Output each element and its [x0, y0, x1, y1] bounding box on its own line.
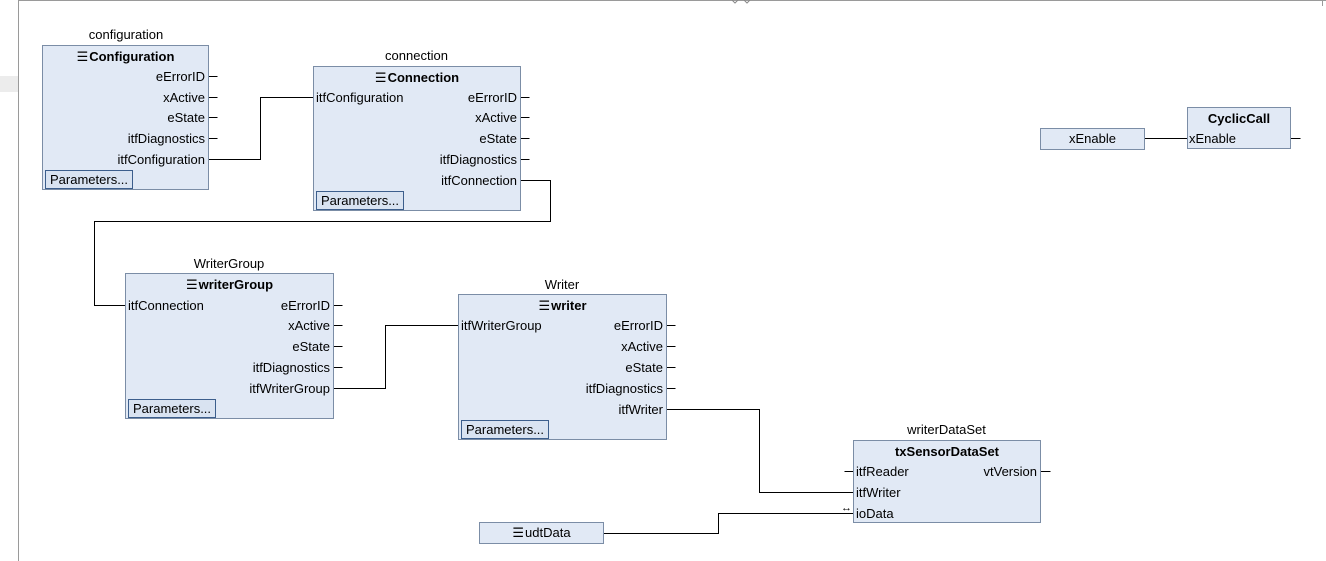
pin-iodata-inout[interactable]: ioData [856, 506, 894, 521]
writergroup-block[interactable]: ☰writerGroup itfConnection eErrorID xAct… [125, 273, 334, 419]
inout-arrow-icon: ↔ [841, 502, 852, 514]
pin-xactive[interactable]: xActive [621, 339, 663, 354]
pin-vtversion[interactable]: vtVersion [983, 464, 1037, 479]
pin-xactive[interactable]: xActive [163, 90, 205, 105]
pin-itfdiagnostics[interactable]: itfDiagnostics [439, 152, 517, 167]
writer-parameters-button[interactable]: Parameters... [461, 420, 550, 439]
writergroup-block-title: ☰writerGroup [126, 275, 333, 294]
splitter-marker-icon[interactable] [730, 0, 752, 4]
pin-itfconnection-in[interactable]: itfConnection [128, 298, 204, 313]
writerdataset-block-title: txSensorDataSet [894, 444, 1000, 459]
wire-connection-to-writergroup [94, 180, 551, 306]
connection-instance-name[interactable]: connection [385, 48, 448, 63]
pin-itfconnection[interactable]: itfConnection [441, 173, 517, 188]
pin-itfdiagnostics[interactable]: itfDiagnostics [252, 360, 330, 375]
editor-top-border [18, 0, 1326, 1]
cycliccall-block[interactable]: CyclicCall xEnable [1187, 107, 1291, 149]
pin-estate[interactable]: eState [167, 110, 205, 125]
wire-writergroup-to-writer [333, 325, 458, 389]
pin-itfwriter-in[interactable]: itfWriter [856, 485, 901, 500]
menu-icon: ☰ [374, 70, 387, 85]
pin-eerrorid[interactable]: eErrorID [613, 318, 663, 333]
pin-eerrorid[interactable]: eErrorID [155, 69, 205, 84]
menu-icon: ☰ [185, 277, 198, 292]
pin-itfdiagnostics[interactable]: itfDiagnostics [585, 381, 663, 396]
pin-estate[interactable]: eState [479, 131, 517, 146]
pin-itfwritergroup[interactable]: itfWriterGroup [249, 381, 330, 396]
cycliccall-block-title: CyclicCall [1207, 111, 1271, 126]
pin-itfreader-in[interactable]: itfReader [856, 464, 909, 479]
pin-itfconfiguration-in[interactable]: itfConfiguration [316, 90, 404, 105]
configuration-block[interactable]: ☰Configuration eErrorID xActive eState i… [42, 45, 209, 190]
writer-instance-name[interactable]: Writer [544, 277, 580, 292]
writer-block-title: ☰writer [459, 296, 666, 315]
editor-side-tab[interactable] [0, 76, 18, 92]
writerdataset-block[interactable]: txSensorDataSet itfReader itfWriter ioDa… [853, 440, 1041, 523]
xenable-variable-box[interactable]: xEnable [1040, 128, 1145, 150]
udtdata-label: udtData [525, 525, 571, 540]
menu-icon: ☰ [76, 49, 89, 64]
pin-xactive[interactable]: xActive [288, 318, 330, 333]
writergroup-instance-name[interactable]: WriterGroup [193, 256, 265, 271]
pin-estate[interactable]: eState [292, 339, 330, 354]
pin-xactive[interactable]: xActive [475, 110, 517, 125]
editor-left-border [18, 0, 19, 561]
wire-writer-to-dataset [666, 409, 853, 493]
pin-itfconfiguration[interactable]: itfConfiguration [117, 152, 205, 167]
writer-block[interactable]: ☰writer itfWriterGroup eErrorID xActive … [458, 294, 667, 440]
configuration-type: Configuration [89, 49, 175, 64]
pin-itfdiagnostics[interactable]: itfDiagnostics [127, 131, 205, 146]
menu-icon: ☰ [538, 298, 551, 313]
writergroup-parameters-button[interactable]: Parameters... [128, 399, 217, 418]
configuration-parameters-button[interactable]: Parameters... [45, 170, 134, 189]
writergroup-type: writerGroup [198, 277, 274, 292]
configuration-instance-name[interactable]: configuration [88, 27, 164, 42]
writer-type: writer [551, 298, 587, 313]
connection-block-title: ☰Connection [314, 68, 520, 87]
pin-xenable-in[interactable]: xEnable [1189, 131, 1236, 146]
pin-eerrorid[interactable]: eErrorID [467, 90, 517, 105]
menu-icon: ☰ [512, 525, 525, 540]
wire-configuration-to-connection [208, 97, 313, 160]
pin-itfwriter[interactable]: itfWriter [618, 402, 663, 417]
connection-parameters-button[interactable]: Parameters... [316, 191, 405, 210]
udtdata-variable-box[interactable]: ☰udtData [479, 522, 604, 544]
editor-right-border [1322, 0, 1323, 6]
writerdataset-instance-name[interactable]: writerDataSet [907, 422, 986, 437]
pin-eerrorid[interactable]: eErrorID [280, 298, 330, 313]
configuration-block-title: ☰Configuration [43, 47, 208, 66]
pin-itfwritergroup-in[interactable]: itfWriterGroup [461, 318, 542, 333]
wire-udtdata-to-iodata [603, 513, 853, 534]
connection-type: Connection [387, 70, 460, 85]
pin-estate[interactable]: eState [625, 360, 663, 375]
connection-block[interactable]: ☰Connection itfConfiguration eErrorID xA… [313, 66, 521, 211]
